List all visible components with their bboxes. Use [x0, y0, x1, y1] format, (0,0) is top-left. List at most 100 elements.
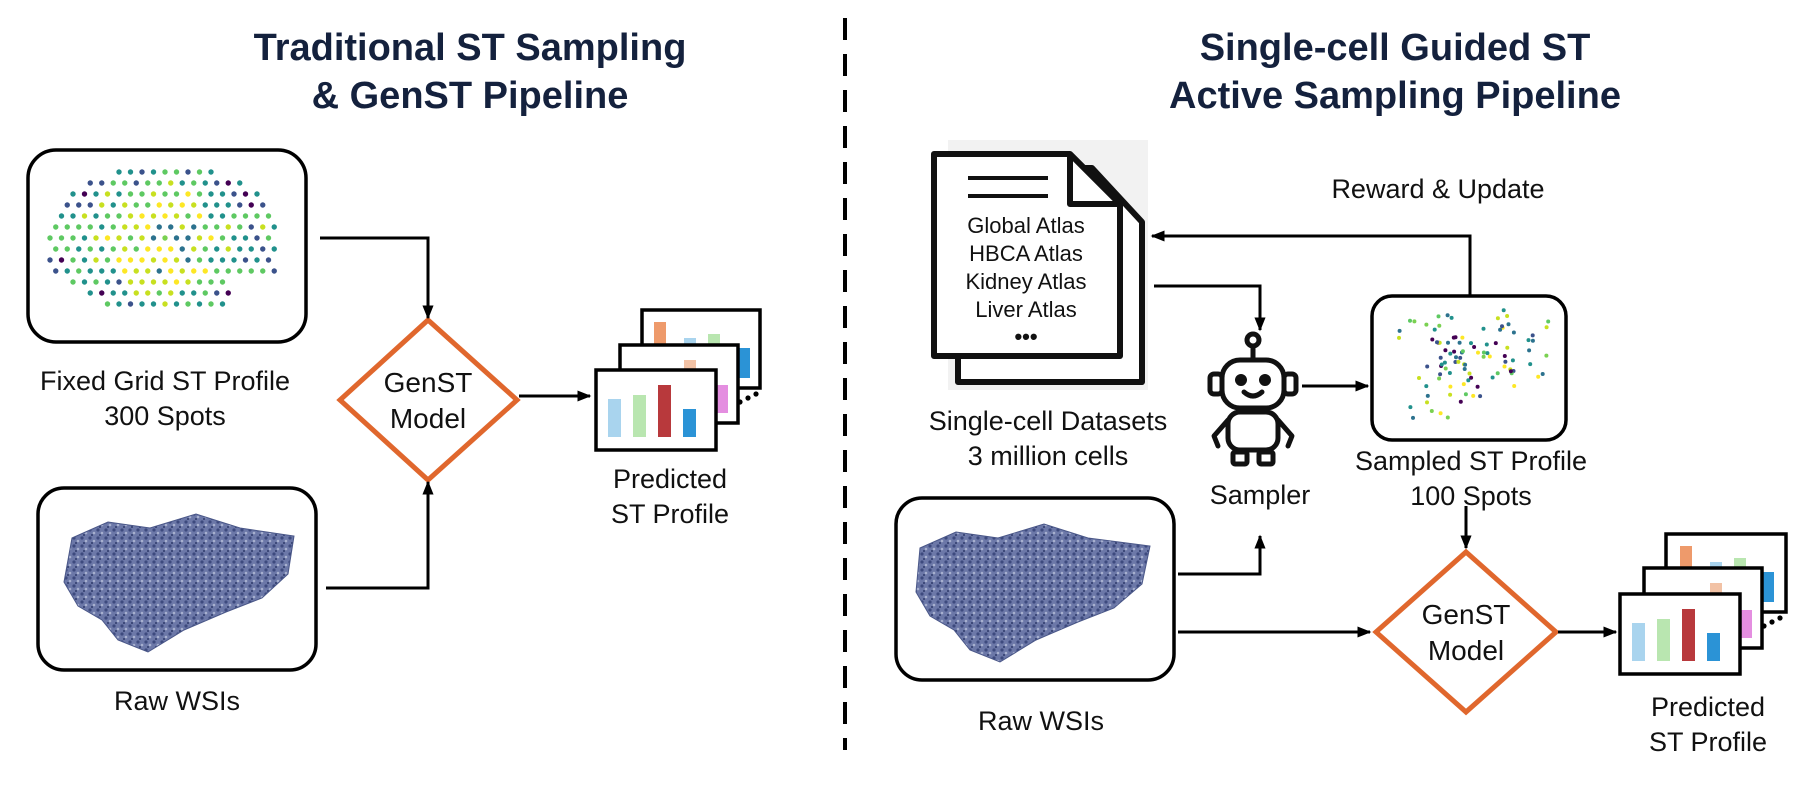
grid-spot [122, 268, 128, 274]
robot-icon [1207, 331, 1299, 467]
sampled-spot [1460, 349, 1465, 354]
grid-spot [139, 213, 145, 219]
grid-spot [173, 191, 180, 197]
grid-spot [271, 224, 277, 230]
sampled-spot [1481, 354, 1486, 359]
grid-spot [139, 301, 145, 307]
grid-spot [191, 290, 197, 296]
grid-spot [93, 257, 99, 263]
sampled-spot [1503, 359, 1508, 364]
sampled-spot [1437, 376, 1442, 381]
grid-label-line2: 300 Spots [104, 401, 226, 431]
bar-chart-left [608, 385, 696, 437]
grid-spot [145, 202, 151, 208]
prediction-bar [1707, 633, 1720, 661]
grid-spot [81, 213, 88, 219]
sampled-spot [1528, 362, 1533, 367]
grid-spot [214, 224, 220, 230]
grid-spot [248, 246, 254, 252]
sampled-spot [1456, 359, 1461, 364]
grid-spot [133, 180, 139, 186]
grid-spot [214, 180, 220, 186]
sampled-spot [1448, 384, 1453, 389]
grid-spot [196, 169, 203, 175]
grid-spot [127, 301, 134, 307]
sampled-spot [1467, 371, 1472, 376]
grid-spot [202, 290, 208, 296]
grid-spot [196, 191, 203, 197]
sampled-spot [1445, 313, 1450, 318]
sampled-spot [1506, 322, 1511, 327]
prediction-bar [1657, 619, 1670, 661]
grid-spot [104, 257, 111, 263]
grid-spot [191, 246, 197, 252]
grid-spot [191, 202, 197, 208]
right-title-line1: Single-cell Guided ST [1199, 27, 1591, 69]
grid-spot [208, 279, 214, 285]
grid-spot [99, 202, 105, 208]
grid-spot [162, 191, 168, 197]
sampled-spot [1435, 340, 1439, 345]
prediction-bar [1682, 609, 1695, 661]
sampled-st-profile [1370, 294, 1568, 442]
grid-spot [104, 301, 111, 307]
grid-spot [156, 290, 162, 296]
grid-spot [47, 235, 53, 241]
grid-spot [116, 235, 122, 241]
grid-spot [219, 257, 226, 263]
grid-spot [76, 224, 82, 230]
grid-spot [110, 180, 116, 186]
grid-spot [173, 301, 180, 307]
atlas-item-4: Liver Atlas [975, 297, 1077, 322]
raw-wsi-image-left [36, 486, 318, 672]
grid-spot [260, 268, 266, 274]
grid-spot [225, 202, 231, 208]
grid-spot [248, 224, 254, 230]
grid-spot [196, 301, 203, 307]
grid-spot [254, 235, 260, 241]
grid-spot [58, 213, 65, 219]
grid-spot [185, 301, 191, 307]
fixed-grid-st-profile [26, 148, 308, 344]
reward-update-label: Reward & Update [1331, 174, 1545, 204]
grid-spot [260, 202, 266, 208]
sampled-spot [1425, 393, 1430, 398]
grid-spot [168, 268, 174, 274]
sampled-spot [1452, 349, 1457, 354]
sampled-label-line2: 100 Spots [1410, 481, 1532, 511]
sampled-spot [1493, 341, 1498, 346]
grid-spot [156, 246, 162, 252]
grid-spot [53, 268, 59, 274]
grid-spot [70, 279, 76, 285]
grid-spot [225, 290, 231, 296]
sampled-spot [1505, 345, 1510, 350]
sampled-spot [1430, 337, 1435, 342]
sampled-spots [1397, 308, 1551, 420]
grid-spot [237, 180, 243, 186]
grid-spot [202, 180, 208, 186]
grid-spot [208, 257, 214, 263]
sampled-spot [1438, 355, 1443, 360]
tissue-slide [63, 513, 295, 653]
tissue-slide [915, 523, 1151, 663]
prediction-bar [658, 385, 671, 437]
sampled-spot [1453, 360, 1458, 364]
predicted-label-left: Predicted ST Profile [570, 462, 770, 532]
grid-spot [145, 268, 151, 274]
grid-spot [196, 213, 203, 219]
grid-spot [162, 235, 168, 241]
grid-spot [133, 202, 139, 208]
sampled-label-line1: Sampled ST Profile [1354, 446, 1588, 476]
sampled-spot [1546, 319, 1551, 324]
raw-wsi-label-right: Raw WSIs [977, 706, 1104, 736]
grid-spot [99, 290, 105, 296]
grid-spot [225, 268, 231, 274]
grid-spot [145, 180, 151, 186]
right-title: Single-cell Guided ST Active Sampling Pi… [1045, 24, 1745, 120]
arrow-reward-update [1150, 230, 1472, 296]
grid-spot [162, 301, 168, 307]
grid-spot [93, 279, 99, 285]
grid-spot [208, 191, 214, 197]
grid-spot [242, 191, 249, 197]
arrow-wsi-to-model [326, 480, 434, 590]
